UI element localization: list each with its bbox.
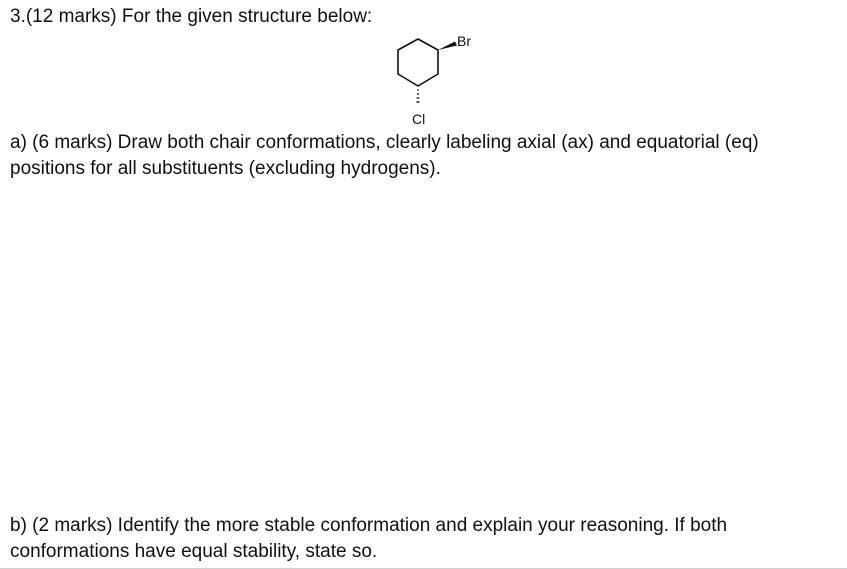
cl-label: Cl <box>412 111 425 127</box>
molecule-structure: Br Cl <box>397 33 471 127</box>
part-b-prompt-line-1: b) (2 marks) Identify the more stable co… <box>10 515 728 536</box>
cyclohexane-ring <box>397 38 439 87</box>
part-a-prompt-line-1: a) (6 marks) Draw both chair conformatio… <box>10 132 759 153</box>
hash-bond-icon <box>416 89 420 103</box>
part-b-prompt-line-2: conformations have equal stability, stat… <box>10 541 378 562</box>
question-title: 3.(12 marks) For the given structure bel… <box>10 6 373 27</box>
br-label: Br <box>457 33 471 49</box>
part-a-prompt-line-2: positions for all substituents (excludin… <box>10 158 441 179</box>
wedge-bond-icon <box>438 41 457 50</box>
